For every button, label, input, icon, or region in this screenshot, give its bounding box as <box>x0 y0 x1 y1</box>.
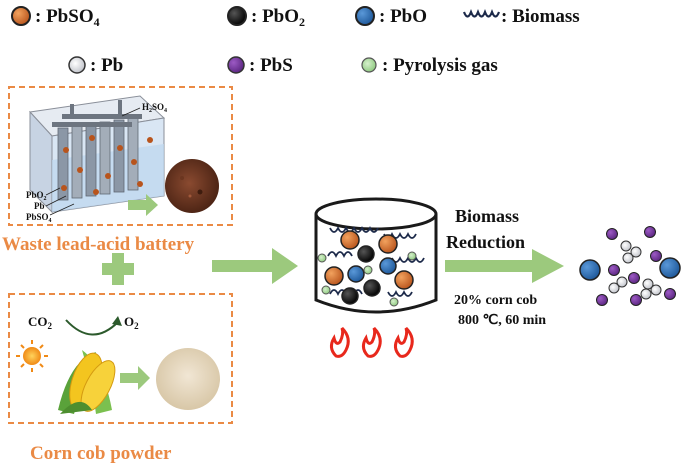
legend-biomass: : Biomass <box>462 6 580 27</box>
pbo2-label-main: PbO <box>26 190 44 200</box>
corn-dashed-frame <box>8 293 233 424</box>
svg-text:: Pb: : Pb <box>90 55 123 76</box>
photosynthesis-arrow <box>65 319 119 336</box>
legend-pbso4: : PbSO4 <box>11 6 100 29</box>
gas-symbol <box>361 57 377 73</box>
pbo-symbol <box>355 6 375 26</box>
corn-title: Corn cob powder <box>30 443 172 464</box>
legend-pbs: : PbS <box>227 55 293 76</box>
svg-text:: PbS: : PbS <box>249 55 293 76</box>
product-particles <box>579 226 681 306</box>
legend-gas: : Pyrolysis gas <box>361 55 498 76</box>
corn-to-powder-arrow <box>120 366 150 390</box>
h2so4-sub2: 4 <box>164 108 167 114</box>
legend-pbs-label: PbS <box>260 55 293 76</box>
corn-icon <box>58 350 116 414</box>
svg-text:: PbO2: : PbO2 <box>251 6 305 29</box>
corn-cob-powder <box>156 348 220 410</box>
legend-pbo2-label: PbO <box>262 6 299 27</box>
pbso4-label-main: PbSO <box>26 212 49 222</box>
o2-sub: 2 <box>134 321 139 331</box>
svg-text:PbO2: PbO2 <box>26 190 47 202</box>
plus-icon <box>102 253 134 285</box>
svg-text:PbSO4: PbSO4 <box>26 212 52 224</box>
reactor-particles <box>317 230 417 307</box>
legend-pbo2: : PbO2 <box>227 6 305 29</box>
reactor <box>314 197 438 358</box>
battery-panel: H2SO4 PbO2 Pb PbSO4 <box>8 86 233 226</box>
battery-title: Waste lead-acid battery <box>2 234 195 255</box>
flame-icons <box>329 326 414 358</box>
co2-sub: 2 <box>48 321 53 331</box>
lead-paste-powder <box>165 159 219 213</box>
svg-text:: Biomass: : Biomass <box>501 6 580 27</box>
legend-separator: : <box>251 6 262 27</box>
h2so4-sub1: 2 <box>149 108 152 114</box>
h2so4-main: H <box>142 102 149 112</box>
legend-pbo-label: PbO <box>390 6 427 27</box>
battery-terminals <box>52 100 142 127</box>
sun-icon <box>16 340 48 372</box>
pbs-symbol <box>227 56 245 74</box>
battery-particles <box>61 135 153 195</box>
legend-pb: : Pb <box>68 55 123 76</box>
legend: : PbSO4 : PbO2 : PbO : Biomass : Pb : Pb… <box>11 6 580 76</box>
pbso4-label-sub: 4 <box>49 218 52 224</box>
legend-pbo2-sub: 2 <box>299 15 305 29</box>
pb-symbol <box>68 56 86 74</box>
process-label-reduction: Reduction <box>446 232 525 252</box>
o2-main: O <box>124 314 134 329</box>
corn-panel: CO2 O2 <box>8 293 233 424</box>
legend-separator: : <box>35 6 46 27</box>
pb-label: Pb <box>34 201 45 211</box>
legend-separator: : <box>379 6 390 27</box>
co2-main: CO <box>28 314 48 329</box>
legend-pb-label: Pb <box>101 55 123 76</box>
legend-pbo: : PbO <box>355 6 427 27</box>
pbso4-symbol <box>11 6 31 26</box>
legend-biomass-label: Biomass <box>512 6 580 27</box>
svg-text:: Pyrolysis gas: : Pyrolysis gas <box>382 55 498 76</box>
battery-to-powder-arrow <box>128 194 158 216</box>
reduction-arrow <box>445 249 564 283</box>
legend-gas-label: Pyrolysis gas <box>393 55 498 76</box>
battery-plates <box>57 117 139 201</box>
svg-text:: PbO: : PbO <box>379 6 427 27</box>
svg-text:CO2: CO2 <box>28 314 53 331</box>
pbo2-label-sub: 2 <box>44 196 47 202</box>
pbo2-symbol <box>227 6 247 26</box>
svg-text:O2: O2 <box>124 314 139 331</box>
legend-pbso4-label: PbSO <box>46 6 94 27</box>
battery-illustration <box>28 95 166 216</box>
feed-arrow <box>212 248 298 284</box>
h2so4-mid: SO <box>152 102 164 112</box>
reactor-top <box>314 197 438 231</box>
battery-dashed-frame <box>8 86 233 226</box>
process-condition-2: 800 ℃, 60 min <box>458 313 546 328</box>
legend-pbso4-sub: 4 <box>94 15 100 29</box>
process-condition-1: 20% corn cob <box>454 293 537 308</box>
legend-separator: : <box>90 55 101 76</box>
svg-text:: PbSO4: : PbSO4 <box>35 6 100 29</box>
battery-leader-lines <box>45 107 141 216</box>
svg-text:H2SO4: H2SO4 <box>142 102 167 114</box>
process-label-biomass: Biomass <box>455 206 519 226</box>
legend-separator: : <box>382 55 393 76</box>
biomass-symbol <box>462 8 501 18</box>
legend-separator: : <box>501 6 512 27</box>
legend-separator: : <box>249 55 260 76</box>
